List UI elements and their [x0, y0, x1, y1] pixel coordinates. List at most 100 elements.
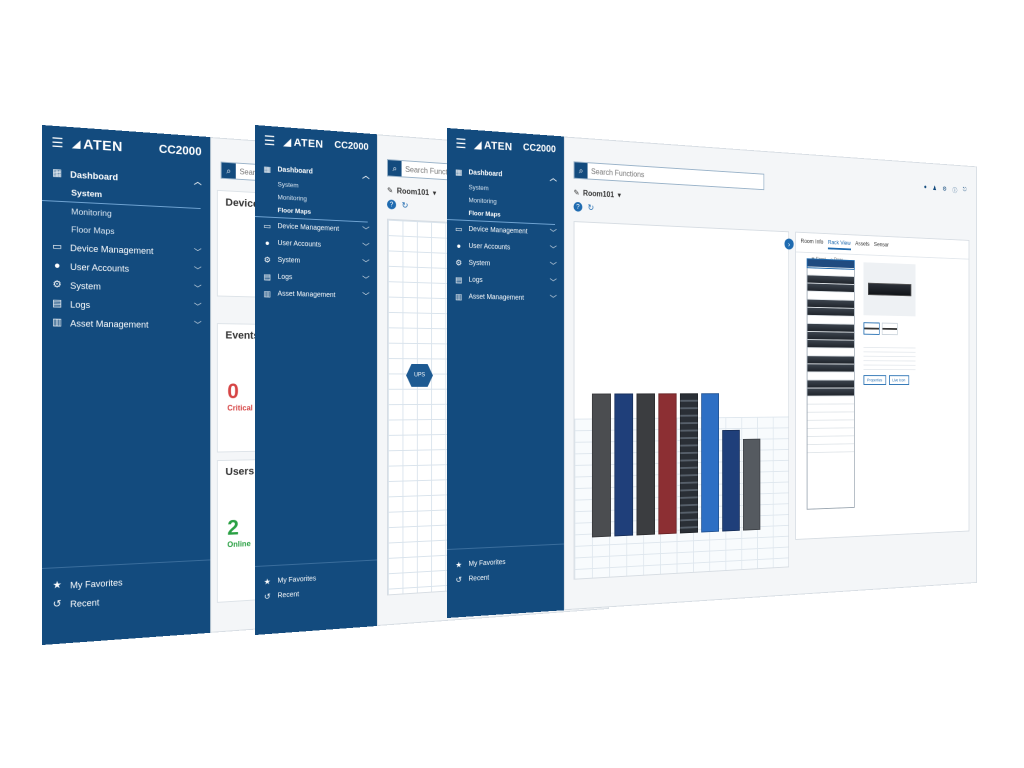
sidebar-item-asset-management[interactable]: ▥Asset Management﹀: [455, 292, 557, 304]
device-detail-column: Properties Live Icon: [863, 262, 916, 528]
product-name: CC2000: [158, 142, 202, 159]
recent-icon: ↺: [455, 575, 462, 585]
room-selector[interactable]: ✎Room101▾: [387, 185, 437, 198]
detail-buttons: Properties Live Icon: [863, 375, 916, 385]
chevron-down-icon: ﹀: [193, 302, 202, 312]
logs-icon: ▤: [455, 275, 463, 285]
rack-3d[interactable]: [722, 429, 740, 532]
star-icon: ★: [52, 579, 62, 592]
refresh-icon[interactable]: ↻: [401, 200, 409, 211]
notification-icon[interactable]: ●: [923, 184, 927, 191]
sidebar-bottom: ★My Favorites ↺Recent: [447, 543, 564, 588]
rack-unit[interactable]: [807, 444, 854, 454]
rack-3d-selected[interactable]: [679, 393, 698, 534]
rack-3d[interactable]: [614, 393, 634, 537]
device-image: [863, 262, 916, 317]
product-name: CC2000: [523, 142, 556, 156]
chevron-down-icon: ﹀: [549, 261, 557, 271]
room-selector[interactable]: ✎Room101▾: [573, 188, 621, 200]
settings-icon[interactable]: ⚙: [942, 186, 947, 193]
rack-unit-diagram[interactable]: [806, 258, 855, 510]
search-input[interactable]: [587, 166, 764, 186]
info-icon[interactable]: ⓘ: [952, 187, 958, 195]
chevron-down-icon: ▾: [432, 188, 437, 198]
sidebar-nav: ▦Dashboard︿ System Monitoring Floor Maps…: [255, 160, 377, 305]
chevron-down-icon: ﹀: [193, 284, 202, 294]
chevron-down-icon: ﹀: [193, 320, 202, 330]
user-icon: ●: [264, 238, 270, 248]
asset-icon: ▥: [455, 292, 463, 302]
rack-device[interactable]: [807, 356, 854, 365]
pin-icon: ✎: [387, 185, 394, 196]
chevron-down-icon: ﹀: [362, 291, 370, 301]
chevron-down-icon: ﹀: [362, 259, 370, 269]
properties-button[interactable]: Properties: [863, 375, 886, 385]
refresh-icon[interactable]: ↻: [587, 202, 595, 213]
rack-3d[interactable]: [591, 393, 611, 538]
rack-3d[interactable]: [636, 393, 656, 536]
recent-icon: ↺: [264, 592, 271, 602]
user-menu-icon[interactable]: ♟: [932, 185, 937, 192]
rack-unit[interactable]: [807, 372, 854, 381]
sidebar-bottom: ★My Favorites ↺Recent: [255, 559, 377, 605]
sidebar-item-asset-management[interactable]: ▥Asset Management﹀: [52, 317, 202, 330]
menu-icon[interactable]: ☰: [455, 135, 467, 152]
rack-device[interactable]: [807, 388, 854, 397]
chevron-down-icon: ﹀: [549, 245, 557, 255]
search-icon[interactable]: ⌕: [574, 162, 588, 179]
rack-device[interactable]: [807, 364, 854, 373]
tab-assets[interactable]: Assets: [855, 240, 870, 248]
device-icon: ▭: [52, 241, 63, 253]
menu-icon[interactable]: ☰: [263, 132, 276, 149]
rack-3d[interactable]: [742, 438, 761, 531]
chevron-down-icon: ▾: [617, 190, 621, 200]
device-attributes: [863, 343, 916, 371]
tab-room-info[interactable]: Room Info: [800, 238, 824, 246]
help-icon[interactable]: ?: [573, 201, 583, 212]
rack-device[interactable]: [807, 380, 854, 389]
gear-icon: ⚙: [52, 279, 62, 291]
chevron-right-icon[interactable]: ›: [784, 238, 794, 250]
rack-view-content: ⌕ ● ♟ ⚙ ⓘ ⎋ ✎Room101▾ ? ↻: [563, 136, 977, 611]
tab-rack-view[interactable]: Rack View: [827, 237, 851, 251]
device-thumbnail[interactable]: [863, 322, 880, 335]
pin-icon: ✎: [573, 188, 580, 198]
dashboard-icon: ▦: [52, 167, 63, 180]
user-icon: ●: [456, 241, 462, 251]
search-icon[interactable]: ⌕: [221, 162, 236, 179]
sidebar-nav: ▦Dashboard︿ System Monitoring Floor Maps…: [42, 163, 210, 334]
device-thumbnail[interactable]: [881, 322, 898, 336]
star-icon: ★: [263, 577, 271, 587]
recent-icon: ↺: [52, 598, 62, 611]
sidebar-item-asset-management[interactable]: ▥Asset Management﹀: [263, 289, 370, 301]
logout-icon[interactable]: ⎋: [962, 186, 967, 193]
sidebar: ☰ ◢ATEN CC2000 ▦Dashboard︿ System Monito…: [255, 125, 377, 635]
help-icon[interactable]: ?: [387, 199, 397, 210]
rack-view-window: ☰ ◢ATEN CC2000 ▦Dashboard︿ System Monito…: [447, 128, 977, 618]
3d-room-viewer[interactable]: [573, 221, 790, 580]
rack-3d[interactable]: [658, 393, 677, 535]
logo-mark-icon: ◢: [71, 137, 82, 151]
ups-node[interactable]: UPS: [406, 364, 433, 387]
search-bar: ⌕: [573, 161, 765, 191]
sidebar: ☰ ◢ATEN CC2000 ▦Dashboard︿ System Monito…: [447, 128, 564, 618]
chevron-down-icon: ﹀: [549, 294, 557, 304]
tab-sensor[interactable]: Sensor: [873, 241, 889, 249]
menu-icon[interactable]: ☰: [51, 134, 64, 150]
sidebar: ☰ ◢ATEN CC2000 ▦Dashboard︿ System Monito…: [42, 125, 211, 645]
chevron-up-icon: ︿: [193, 177, 202, 187]
rack-detail-panel: Room Info Rack View Assets Sensor ◉ Fron…: [795, 231, 970, 540]
gear-icon: ⚙: [455, 258, 463, 268]
chevron-up-icon: ︿: [362, 170, 370, 181]
live-icon-button[interactable]: Live Icon: [888, 375, 909, 385]
logo-mark-icon: ◢: [283, 136, 292, 149]
search-icon[interactable]: ⌕: [387, 160, 402, 177]
rack-3d[interactable]: [701, 393, 720, 533]
aten-logo: ◢ATEN: [283, 136, 324, 151]
logo-mark-icon: ◢: [473, 138, 483, 152]
chevron-up-icon: ︿: [549, 173, 557, 183]
logs-icon: ▤: [263, 272, 272, 282]
chevron-down-icon: ﹀: [362, 242, 370, 252]
gear-icon: ⚙: [263, 255, 271, 265]
